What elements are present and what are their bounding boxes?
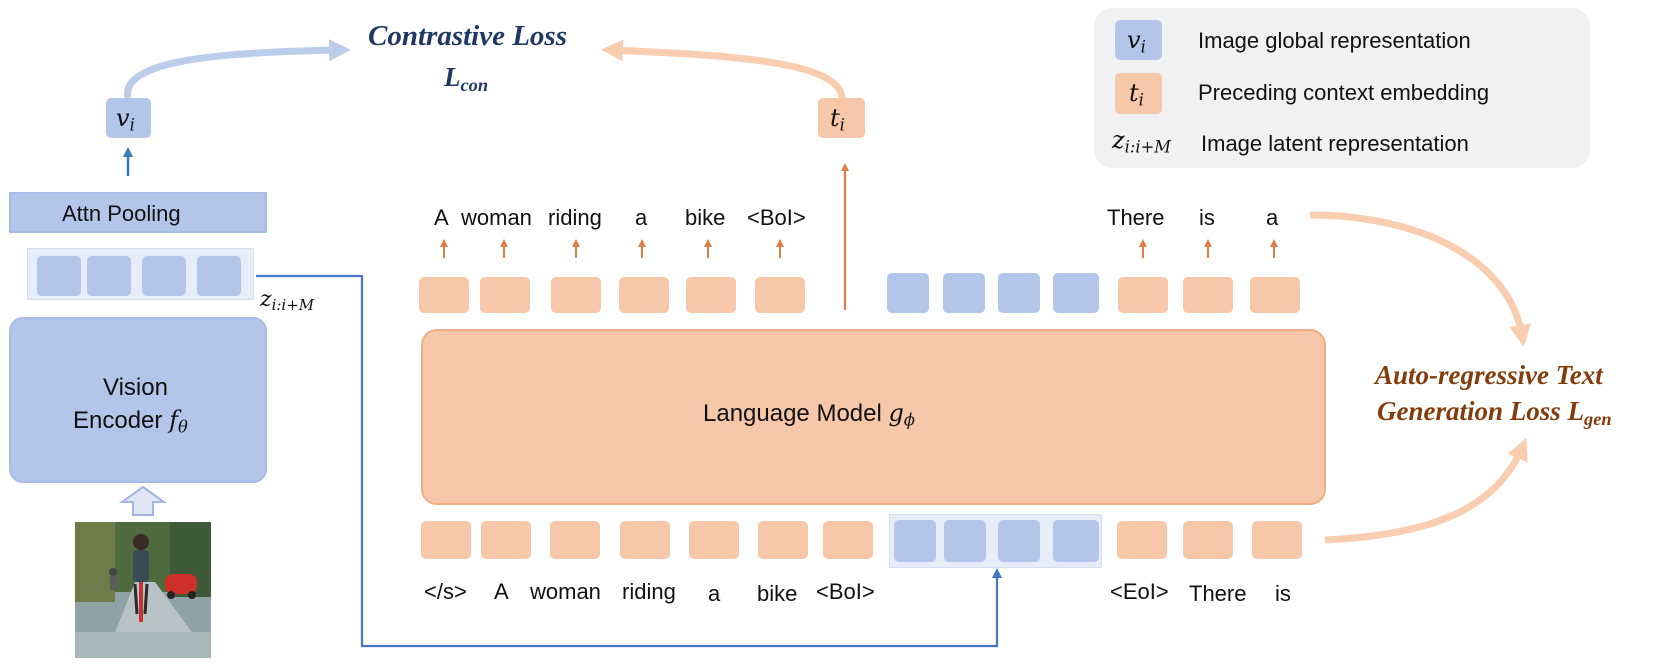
hollow-up-arrow-icon — [118, 485, 168, 516]
input-image-token — [1053, 520, 1099, 562]
input-token — [550, 521, 600, 559]
v-node-label: vi — [116, 104, 135, 135]
input-word: woman — [530, 579, 601, 604]
output-word: is — [1199, 205, 1215, 230]
input-token — [1117, 521, 1167, 559]
input-token — [758, 521, 808, 559]
image-latent-token — [37, 256, 81, 296]
output-token — [551, 277, 601, 313]
legend-v-description: Image global representation — [1198, 28, 1471, 53]
curved-arrow-icon — [124, 39, 351, 99]
output-token — [419, 277, 469, 313]
input-image-token — [944, 520, 986, 562]
z-latent-label: zi:i+M — [260, 287, 315, 315]
image-latent-token — [197, 256, 241, 296]
vision-encoder-line2: Encoder fθ — [73, 406, 188, 437]
vision-encoder-line1: Vision — [103, 374, 168, 401]
contrastive-loss-title: Contrastive Loss — [368, 20, 567, 52]
language-model-label: Language Model gϕ — [703, 399, 915, 430]
input-token — [620, 521, 670, 559]
output-token — [686, 277, 736, 313]
input-token — [823, 521, 873, 559]
input-image-graphic — [75, 522, 211, 658]
input-word: is — [1275, 581, 1291, 606]
input-image-token — [998, 520, 1040, 562]
output-token — [619, 277, 669, 313]
contrastive-loss-symbol: Lcon — [444, 62, 489, 96]
legend-v-symbol: vi — [1127, 26, 1146, 57]
curved-arrow-icon — [601, 39, 846, 99]
output-word: <BoI> — [747, 205, 806, 230]
output-token — [480, 277, 530, 313]
legend-t-symbol: ti — [1129, 79, 1144, 110]
attn-pooling-block — [9, 192, 267, 233]
output-token — [1118, 277, 1168, 313]
output-word: There — [1107, 205, 1165, 230]
output-word: riding — [548, 205, 602, 230]
curved-arrow-icon — [1324, 437, 1528, 544]
input-word: There — [1189, 581, 1247, 606]
legend-t-description: Preceding context embedding — [1198, 80, 1490, 105]
output-image-token — [1053, 273, 1099, 313]
input-word: <EoI> — [1110, 579, 1169, 604]
curved-arrow-icon — [1309, 211, 1532, 347]
output-token — [1183, 277, 1233, 313]
output-image-token — [998, 273, 1040, 313]
t-node — [818, 98, 865, 138]
generation-loss-line2: Generation Loss Lgen — [1377, 396, 1612, 430]
legend-t-swatch — [1115, 73, 1162, 114]
v-node — [106, 98, 151, 138]
legend-z-description: Image latent representation — [1201, 131, 1469, 156]
language-model-block — [421, 329, 1326, 505]
input-image-token — [894, 520, 936, 562]
output-image-token — [887, 273, 929, 313]
input-word: <BoI> — [816, 579, 875, 604]
output-word: a — [635, 205, 648, 230]
legend-panel — [1094, 8, 1590, 168]
generation-loss-line1: Auto-regressive Text — [1375, 360, 1603, 390]
input-token — [481, 521, 531, 559]
output-word: a — [1266, 205, 1279, 230]
image-latent-token — [142, 256, 186, 296]
image-latent-token — [87, 256, 131, 296]
output-word: A — [434, 205, 449, 230]
input-word: riding — [622, 579, 676, 604]
output-word: woman — [461, 205, 532, 230]
output-image-token — [943, 273, 985, 313]
output-word: bike — [685, 205, 726, 230]
t-node-label: ti — [830, 104, 845, 135]
input-token — [421, 521, 471, 559]
output-token — [1250, 277, 1300, 313]
vision-encoder-block — [9, 317, 267, 483]
input-word: a — [708, 581, 721, 606]
input-token — [689, 521, 739, 559]
legend-v-swatch — [1115, 20, 1162, 60]
latent-connector-line — [256, 274, 1002, 648]
output-token — [755, 277, 805, 313]
input-word: </s> — [424, 579, 467, 604]
input-word: A — [494, 579, 509, 604]
legend-z-symbol: zi:i+M — [1112, 126, 1171, 157]
input-token — [1252, 521, 1302, 559]
input-image — [75, 522, 211, 658]
input-word: bike — [757, 581, 798, 606]
input-token — [1183, 521, 1233, 559]
attn-pooling-label: Attn Pooling — [62, 201, 181, 226]
